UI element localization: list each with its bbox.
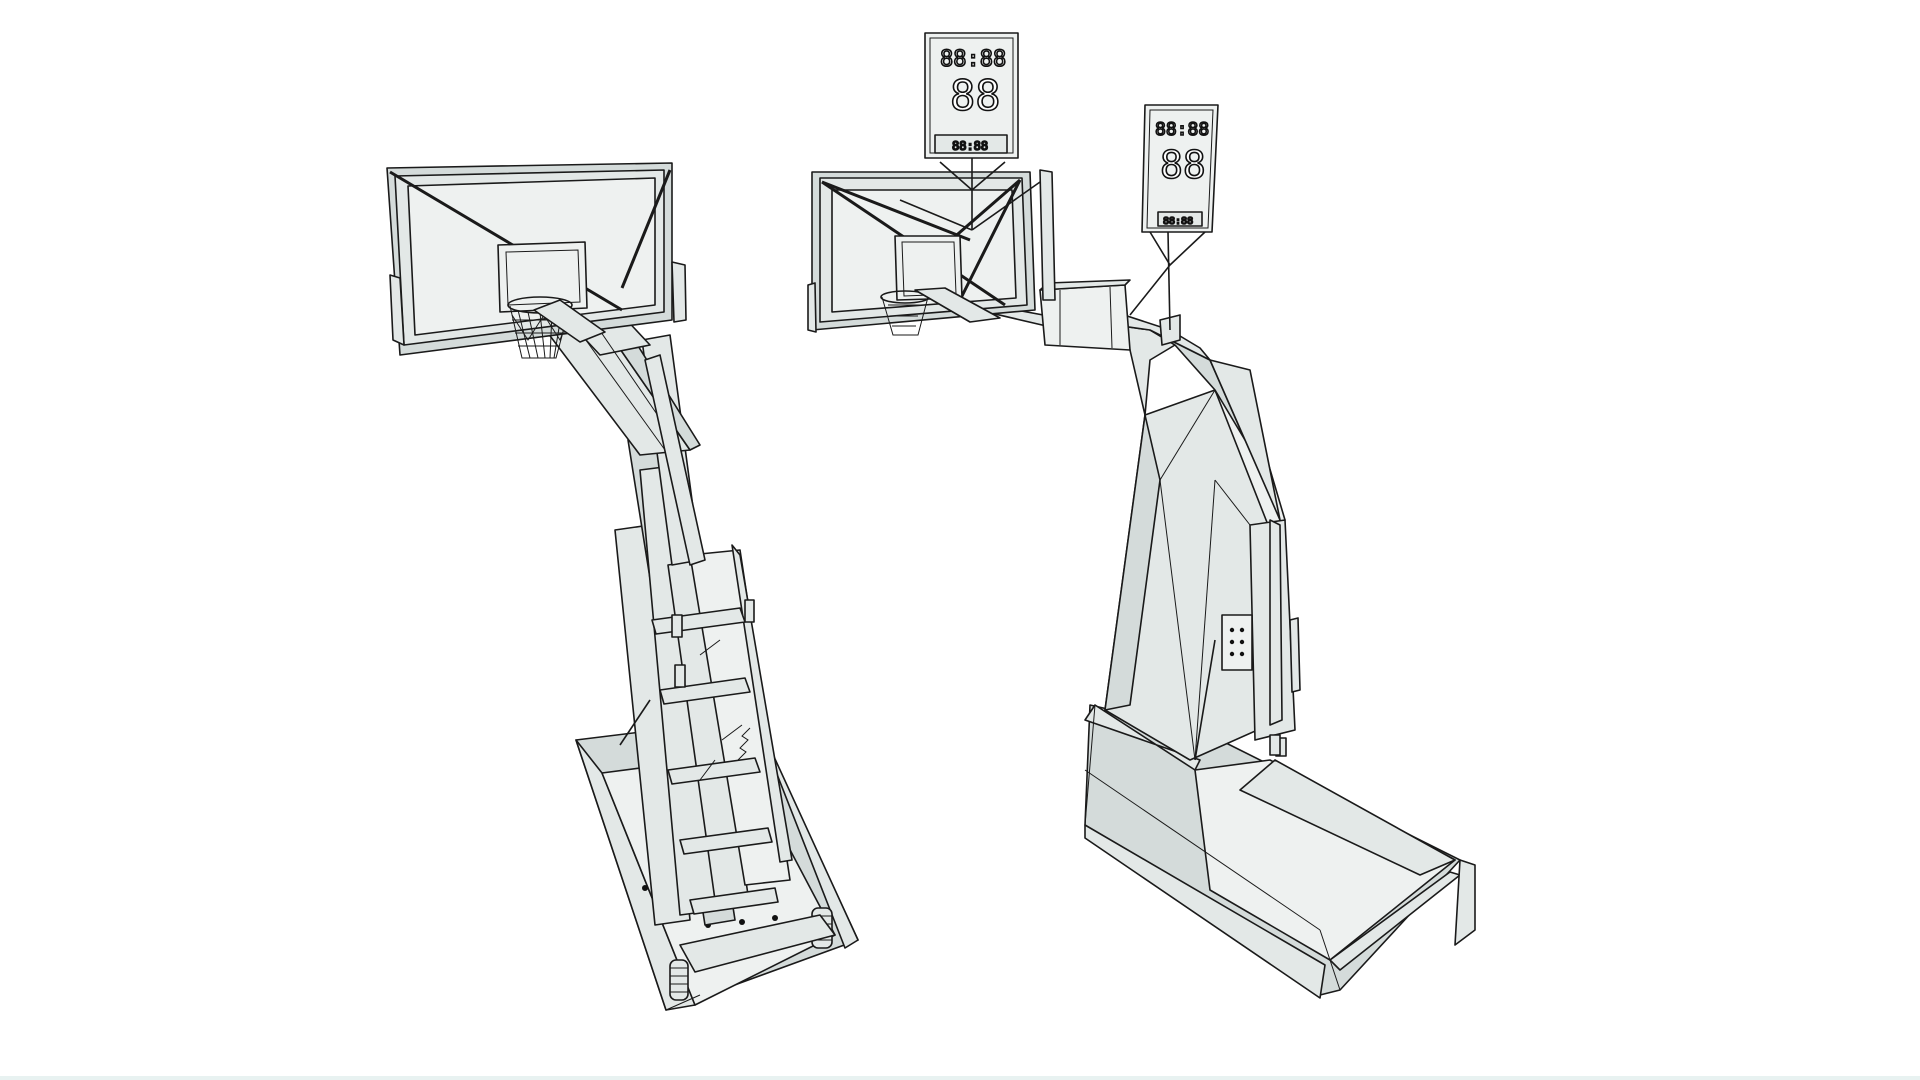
shot-clock-small-readout: 88:88 (1163, 216, 1193, 227)
shot-clock-time: 88:88 (1155, 119, 1209, 140)
left-stand-wheel (669, 959, 689, 1001)
right-basketball-stand: 88:88 88 88:88 88:88 88 88:88 (807, 32, 1476, 999)
shot-clock-display: 88:88 88 88:88 (1129, 104, 1219, 331)
shot-clock-small-readout: 88:88 (952, 139, 988, 153)
shot-clock-time: 88:88 (940, 47, 1006, 72)
shot-clock-display: 88:88 88 88:88 (899, 32, 1041, 231)
right-stand-backboard (807, 169, 1056, 336)
right-stand-base (1084, 704, 1476, 999)
left-basketball-stand (386, 162, 859, 1011)
left-stand-hoop (507, 296, 606, 359)
bottom-edge-strip (0, 1076, 1920, 1080)
shot-clock-period: 88 (1160, 143, 1206, 187)
shot-clock-period: 88 (950, 71, 1001, 120)
right-stand-column (1104, 384, 1301, 761)
left-stand-backboard (386, 162, 687, 356)
